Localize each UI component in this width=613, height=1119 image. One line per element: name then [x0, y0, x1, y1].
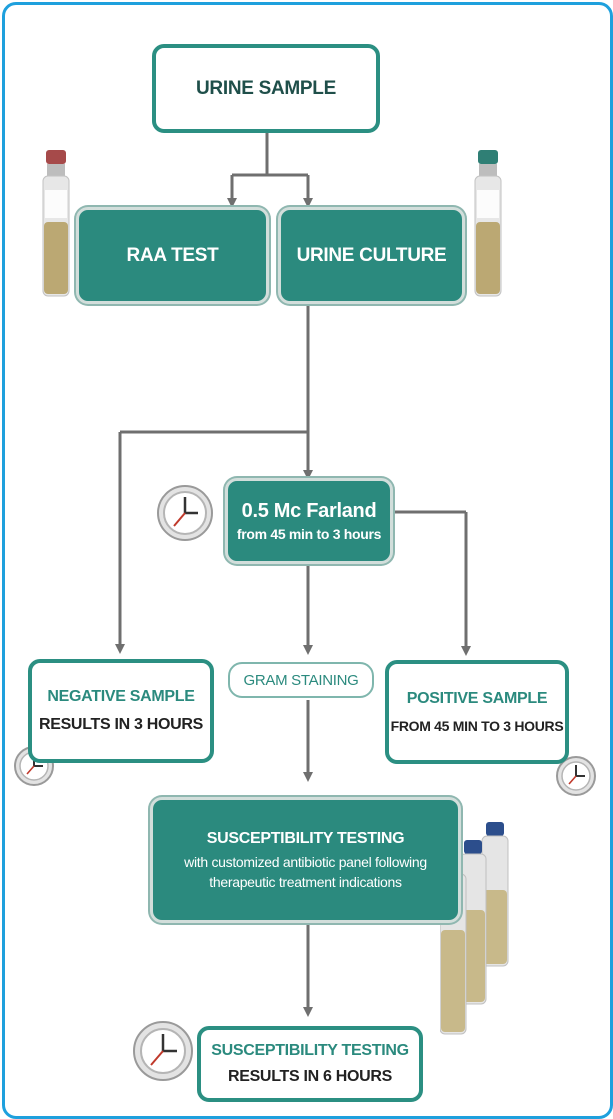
final-title: SUSCEPTIBILITY TESTING: [211, 1042, 409, 1059]
positive-sample-title: POSITIVE SAMPLE: [406, 690, 548, 707]
negative-sample-title: NEGATIVE SAMPLE: [47, 688, 195, 705]
mcfarland-title: 0.5 Mc Farland: [241, 500, 377, 522]
mcfarland-time: from 45 min to 3 hours: [236, 526, 382, 542]
urine-culture-label: URINE CULTURE: [296, 244, 447, 266]
raa-test-box: RAA TEST: [76, 207, 269, 304]
urine-sample-label: URINE SAMPLE: [196, 77, 336, 99]
negative-sample-result: RESULTS IN 3 HOURS: [38, 716, 204, 733]
susceptibility-line2: with customized antibiotic panel followi…: [184, 854, 427, 870]
gram-staining-label: GRAM STAINING: [243, 671, 359, 689]
final-results-box: SUSCEPTIBILITY TESTING RESULTS IN 6 HOUR…: [197, 1026, 423, 1102]
susceptibility-testing-box: SUSCEPTIBILITY TESTING with customized a…: [150, 797, 461, 923]
clock-icon: [133, 1021, 193, 1081]
urine-culture-box: URINE CULTURE: [278, 207, 465, 304]
mcfarland-box: 0.5 Mc Farland from 45 min to 3 hours: [225, 478, 393, 564]
urine-sample-box: URINE SAMPLE: [152, 44, 380, 133]
vial-icon: [474, 150, 502, 297]
clock-icon: [157, 485, 213, 541]
raa-test-label: RAA TEST: [126, 244, 219, 266]
positive-sample-result: FROM 45 MIN TO 3 HOURS: [390, 718, 564, 734]
final-result: RESULTS IN 6 HOURS: [227, 1068, 393, 1085]
gram-staining-box: GRAM STAINING: [228, 662, 374, 698]
positive-sample-box: POSITIVE SAMPLE FROM 45 MIN TO 3 HOURS: [385, 660, 569, 764]
vial-icon: [42, 150, 70, 297]
susceptibility-title: SUSCEPTIBILITY TESTING: [206, 830, 405, 847]
negative-sample-box: NEGATIVE SAMPLE RESULTS IN 3 HOURS: [28, 659, 214, 763]
clock-icon: [556, 756, 596, 796]
susceptibility-line3: therapeutic treatment indications: [209, 874, 402, 890]
